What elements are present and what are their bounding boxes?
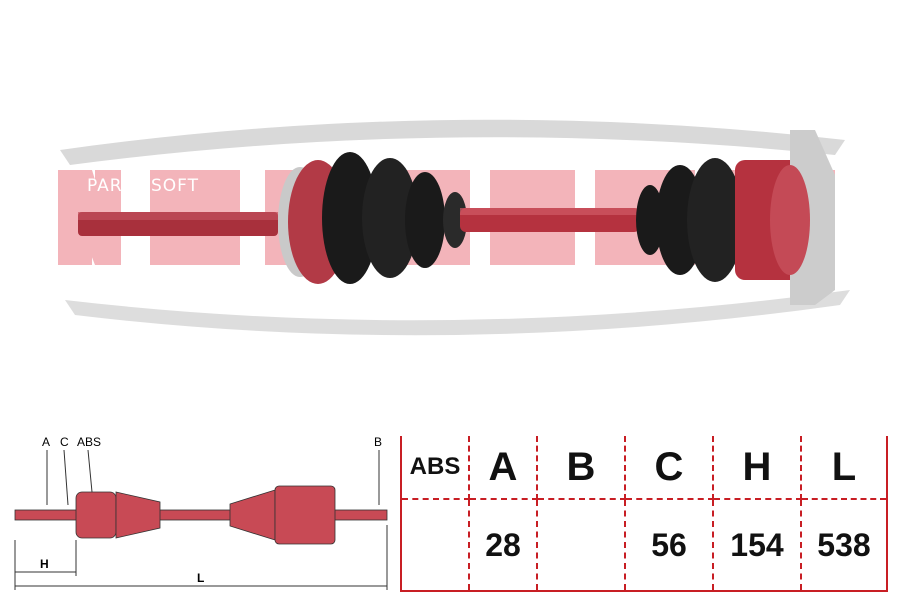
- value-abs: [400, 498, 470, 592]
- label-h: H: [40, 557, 49, 571]
- header-abs: ABS: [400, 436, 470, 500]
- header-b: B: [536, 436, 626, 500]
- label-l: L: [197, 571, 204, 585]
- header-a: A: [468, 436, 538, 500]
- label-a: A: [42, 435, 50, 449]
- product-photo: [58, 119, 850, 336]
- label-c: C: [60, 435, 69, 449]
- header-h: H: [712, 436, 802, 500]
- header-c: C: [624, 436, 714, 500]
- label-b: B: [374, 435, 382, 449]
- table-header-row: ABS A B C H L: [400, 436, 888, 500]
- dimension-table: ABS A B C H L 28 56 154 538: [400, 436, 888, 592]
- header-l: L: [800, 436, 888, 500]
- watermark-text: PARTS SOFT: [87, 176, 199, 196]
- value-l: 538: [800, 498, 888, 592]
- watermark-swoosh: [60, 119, 850, 336]
- cv-axle: [78, 130, 835, 305]
- table-value-row: 28 56 154 538: [400, 498, 888, 592]
- value-h: 154: [712, 498, 802, 592]
- value-a: 28: [468, 498, 538, 592]
- value-b: [536, 498, 626, 592]
- value-c: 56: [624, 498, 714, 592]
- label-abs: ABS: [77, 435, 101, 449]
- dimension-diagram: A C ABS B H L: [14, 435, 388, 590]
